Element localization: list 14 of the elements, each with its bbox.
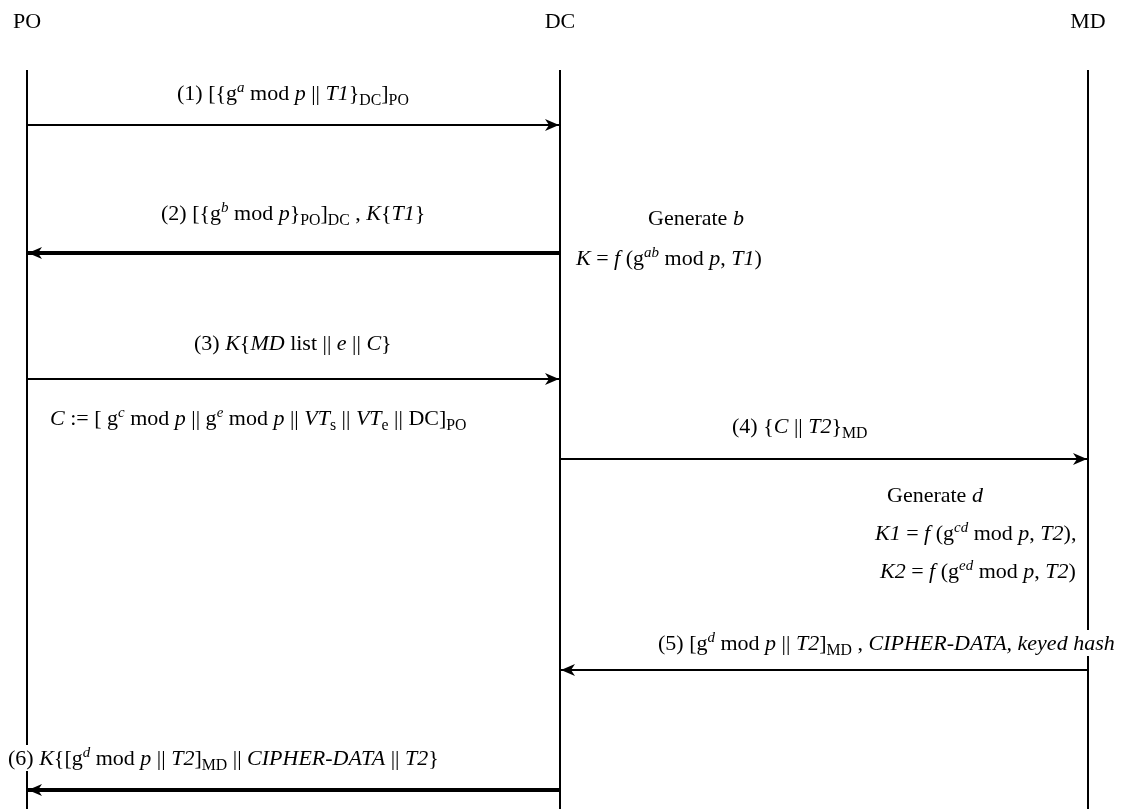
message-arrow [28, 784, 559, 796]
message-arrow [27, 373, 560, 385]
participant-label: MD [1069, 8, 1107, 34]
message-arrow [560, 453, 1088, 465]
message-label: (6) K{[g$^{d}$ mod p || T2]$_{MD}$ || CIPHER-DATA || T2} [8, 745, 439, 772]
participant-label: DC [543, 8, 577, 34]
message-label: (2) [{g$^{b}$ mod p}$_{PO}$]$_{DC}$ , K{T1} [161, 200, 426, 227]
message-arrow [27, 119, 560, 131]
formula-text: K2 = f (g$^{ed}$ mod p, T2) [880, 558, 1076, 585]
participant-label: PO [11, 8, 43, 34]
message-arrow [28, 247, 559, 259]
message-label: (5) [g$^{d}$ mod p || T2]$_{MD}$ , CIPHER-DATA, keyed hash [658, 630, 1115, 657]
formula-text: K = f (g$^{ab}$ mod p, T1) [576, 245, 762, 272]
message-arrow [560, 664, 1088, 676]
